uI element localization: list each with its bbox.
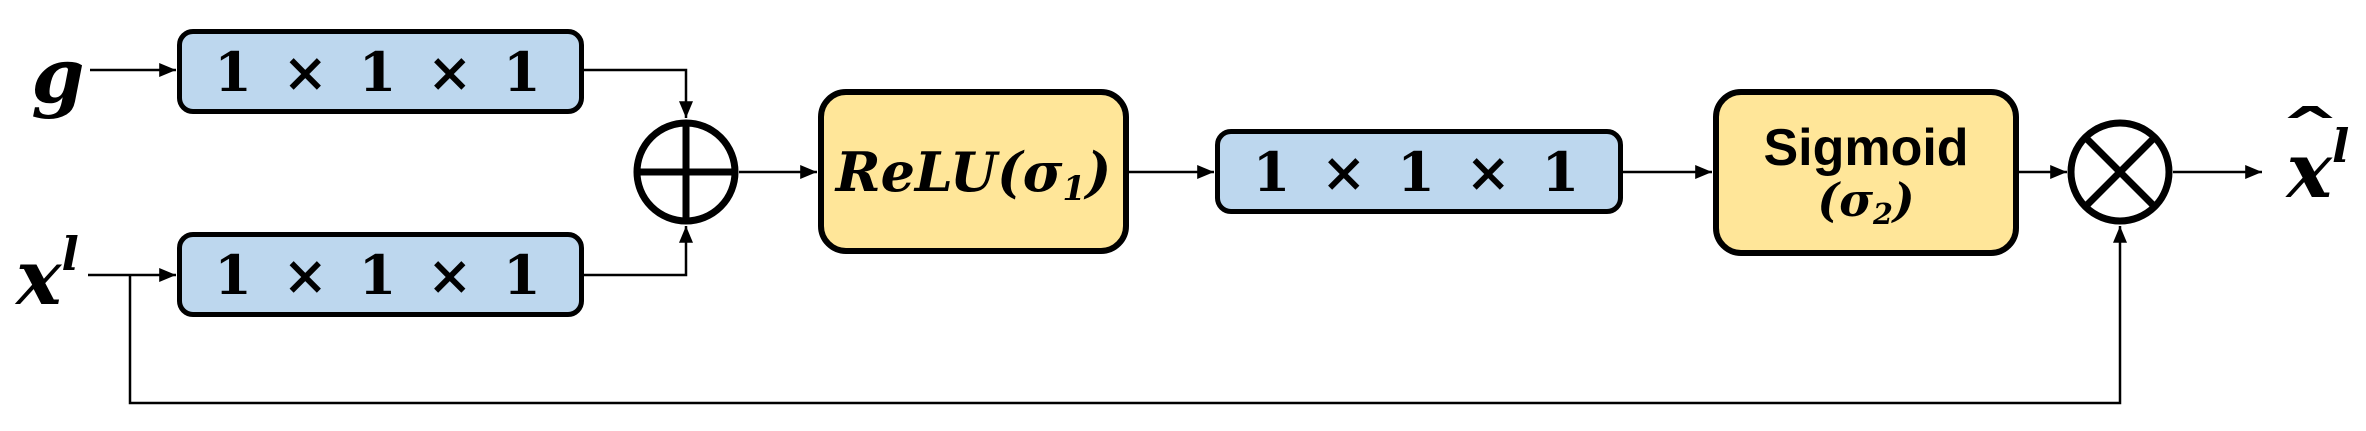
wire-skip-connection	[128, 226, 2127, 405]
multiply-node-icon	[2067, 119, 2173, 225]
conv-block-x: 1 × 1 × 1	[177, 232, 584, 317]
sigmoid-block: Sigmoid (σ2)	[1713, 89, 2019, 256]
conv-block-mid: 1 × 1 × 1	[1215, 129, 1623, 214]
relu-label: ReLU(σ1)	[835, 139, 1112, 208]
relu-label-sub: 1	[1062, 168, 1086, 208]
conv-block-x-label: 1 × 1 × 1	[214, 242, 547, 307]
relu-label-pre: ReLU(σ	[835, 139, 1063, 204]
wire-conv-x-to-add	[583, 226, 693, 277]
input-label-g-text: g	[31, 30, 85, 120]
sigmoid-label: Sigmoid	[1763, 118, 1969, 177]
wire-conv-g-to-add	[583, 68, 693, 118]
output-label-hat: ˆ	[2279, 97, 2341, 174]
input-label-x-superscript: l	[61, 226, 79, 281]
input-label-g: g	[18, 30, 98, 120]
relu-block: ReLU(σ1)	[818, 89, 1129, 254]
output-label-x-superscript: l	[2331, 119, 2350, 174]
sigmoid-sigma-pre: (σ	[1817, 172, 1874, 227]
conv-block-mid-label: 1 × 1 × 1	[1252, 139, 1586, 204]
sigmoid-sigma-label: (σ2)	[1817, 172, 1915, 229]
relu-label-post: )	[1085, 139, 1112, 204]
conv-block-g: 1 × 1 × 1	[177, 29, 584, 114]
output-label-x-base: x	[2286, 125, 2332, 215]
conv-block-g-label: 1 × 1 × 1	[214, 39, 547, 104]
sigmoid-sigma-sub: 2	[1873, 196, 1893, 231]
add-node-icon	[633, 119, 739, 225]
input-label-x-base: x	[16, 233, 62, 322]
sigmoid-sigma-post: )	[1892, 172, 1915, 227]
